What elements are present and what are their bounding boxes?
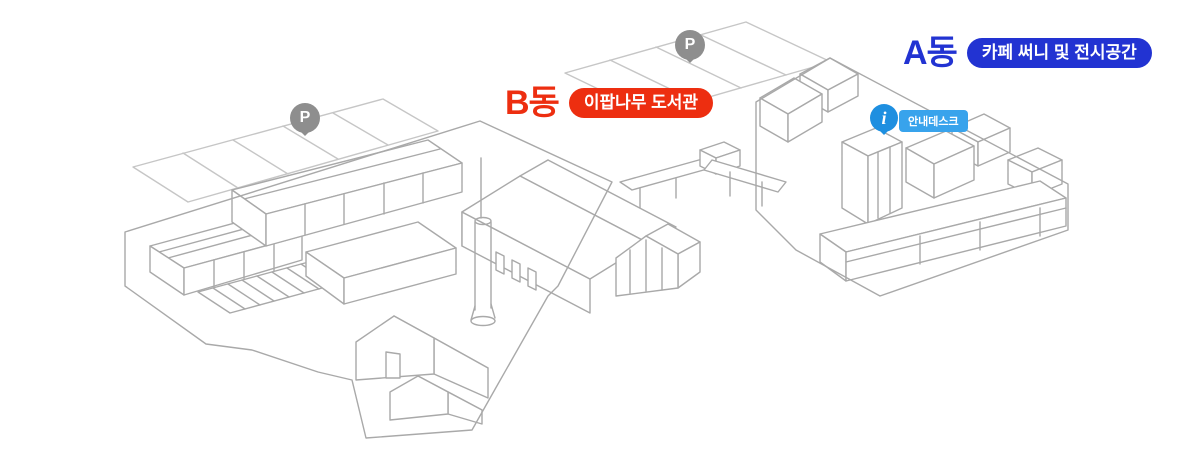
small-house: [355, 315, 489, 399]
zone-b-badge: 이팝나무 도서관: [568, 87, 714, 119]
tiny-shed: [389, 375, 483, 425]
center-low-building: [305, 221, 457, 305]
building-complex-a: [759, 57, 1067, 282]
zone-b-name: B동: [505, 84, 560, 122]
library-hall: [461, 159, 677, 314]
info-desk-badge: 안내데스크: [899, 110, 968, 132]
connecting-bridge: [619, 141, 787, 209]
zone-a-badge: 카페 써니 및 전시공간: [966, 37, 1152, 69]
zone-a-outline: [755, 57, 1069, 297]
zone-b-label: B동 이팝나무 도서관: [505, 84, 714, 122]
warehouse-building: [231, 139, 463, 247]
parking-marker-north[interactable]: P: [675, 30, 705, 60]
tall-building: [841, 127, 903, 225]
entry-boxes: [759, 57, 859, 143]
building-complex-b: [149, 139, 701, 425]
chimney: [470, 157, 496, 327]
long-low-building: [819, 180, 1067, 282]
parking-marker-west[interactable]: P: [290, 103, 320, 133]
parking-marker-west-label: P: [299, 109, 311, 126]
zone-a-label: A동 카페 써니 및 전시공간: [903, 36, 1152, 70]
gable-annex: [615, 223, 701, 297]
zone-b-outline: [124, 120, 613, 439]
info-icon: i: [881, 108, 887, 128]
zone-a-name: A동: [903, 34, 958, 72]
parking-marker-north-label: P: [684, 36, 696, 53]
info-marker[interactable]: i: [870, 104, 898, 132]
